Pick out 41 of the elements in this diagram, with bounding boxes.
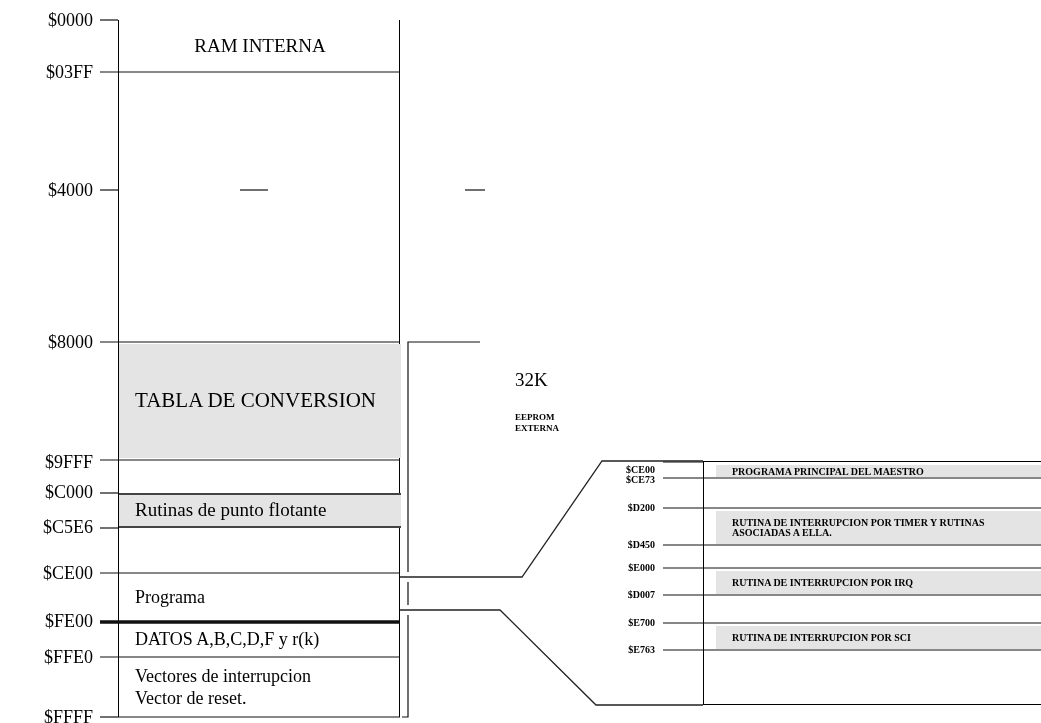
address-label: $8000 [47,330,93,354]
memory-type-label: EEPROM EXTERNA [515,411,560,435]
memory-map-box [703,461,1041,705]
address-label: $E700 [627,616,655,630]
region-label: RUTINA DE INTERRUPCION POR IRQ [732,576,914,590]
memory-region [119,344,401,458]
region-label: Rutinas de punto flotante [135,498,327,523]
address-label: $D450 [626,538,655,552]
memory-region [716,511,1041,544]
region-label: Vector de reset. [135,687,248,710]
size-label: 32K [515,368,549,392]
address-label: $FE00 [44,609,93,633]
address-label: $E000 [627,561,655,575]
address-label: $4000 [47,178,93,202]
region-label: DATOS A,B,C,D,F y r(k) [135,628,320,651]
address-label: $C5E6 [42,515,93,539]
address-label: $0000 [47,8,93,32]
address-label: $9FFF [43,450,93,474]
address-label: $D007 [626,588,655,602]
region-label: TABLA DE CONVERSION [135,387,376,415]
region-label: RUTINA DE INTERRUPCION POR SCI [732,631,911,645]
memory-map-box [118,20,400,717]
region-label: Vectores de interrupcion [135,664,312,687]
address-label: $CE00 [42,561,93,585]
region-label: PROGRAMA PRINCIPAL DEL MAESTRO [732,464,924,479]
region-label: RUTINA DE INTERRUPCION POR TIMER Y RUTINAS ASOCIADAS A ELLA. [732,517,986,538]
region-label: RAM INTERNA [194,33,326,58]
memory-region [119,493,401,528]
address-label: $CE73 [625,473,655,487]
region-label: Programa [135,586,205,609]
memory-region [716,571,1041,594]
address-label: $FFE0 [42,645,93,669]
address-label: $D200 [626,501,655,515]
memory-region [716,465,1041,477]
address-label: $03FF [44,60,93,84]
memory-region [716,626,1041,649]
address-label: $CE00 [625,463,655,475]
connector-line [399,609,704,706]
connector-line [399,460,704,578]
address-label: $E763 [627,643,655,657]
address-label: $C000 [44,480,93,504]
